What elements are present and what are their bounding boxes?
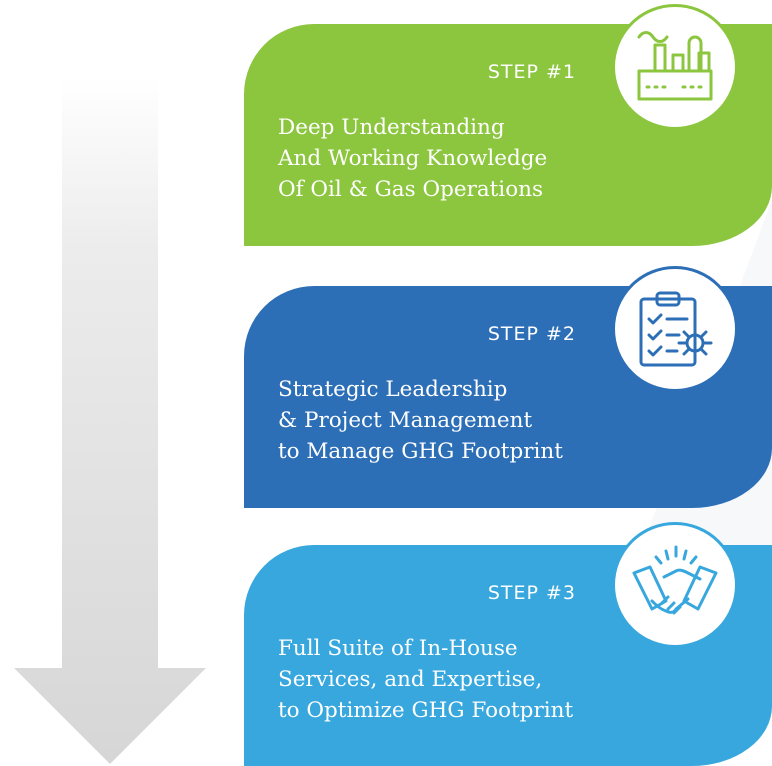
step-2-icon-circle [612,266,738,392]
down-arrow [14,78,206,764]
step-1-icon-circle [612,4,738,130]
step-2-line: & Project Management [278,408,533,433]
step-3-line: to Optimize GHG Footprint [278,698,574,723]
step-1-line: And Working Knowledge [278,146,548,171]
step-3-label: STEP #3 [487,582,576,604]
step-1-line: Deep Understanding [278,115,505,140]
step-1-card: STEP #1 Deep Understanding And Working K… [244,24,772,246]
step-1-description: Deep Understanding And Working Knowledge… [278,112,547,205]
step-2-line: to Manage GHG Footprint [278,439,563,464]
step-3-icon-circle [612,522,738,648]
step-3-line: Full Suite of In-House [278,636,518,661]
step-2-line: Strategic Leadership [278,377,508,402]
clipboard-gear-icon [639,291,713,367]
step-2-description: Strategic Leadership & Project Managemen… [278,374,563,467]
step-1-line: Of Oil & Gas Operations [278,177,544,202]
step-3-card: STEP #3 Full Suite of In-House Services,… [244,545,772,766]
step-1-label: STEP #1 [487,61,576,83]
refinery-icon [637,31,713,101]
step-3-description: Full Suite of In-House Services, and Exp… [278,633,573,726]
handshake-icon [632,545,718,615]
step-2-label: STEP #2 [487,323,576,345]
step-3-line: Services, and Expertise, [278,667,543,692]
